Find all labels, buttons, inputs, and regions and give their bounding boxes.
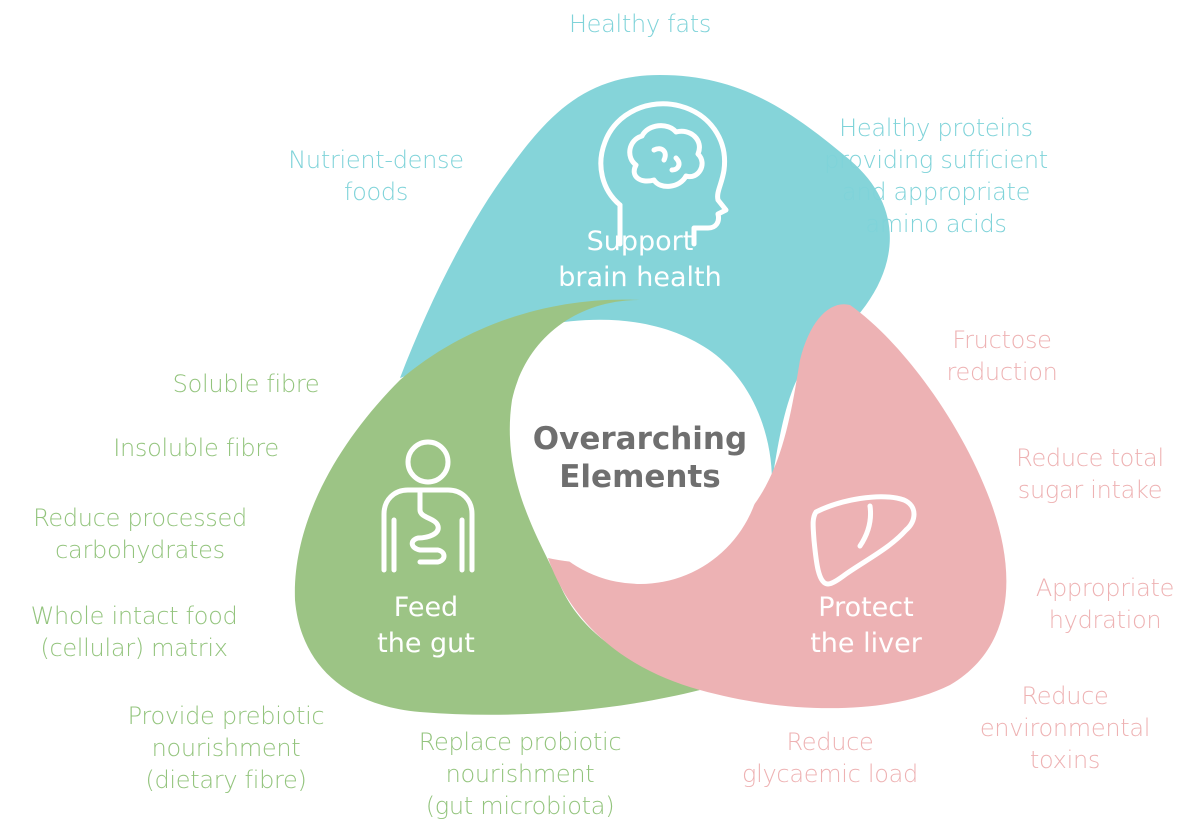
label-processed-carbs-line1: Reduce processed bbox=[33, 504, 247, 532]
label-probiotic-line3: (gut microbiota) bbox=[425, 792, 615, 820]
gut-petal bbox=[294, 299, 700, 715]
label-nutrient-dense-line2: foods bbox=[343, 178, 409, 206]
label-prebiotic: Provide prebiotic nourishment (dietary f… bbox=[96, 700, 356, 796]
label-soluble-fibre-text: Soluble fibre bbox=[172, 370, 320, 398]
brain-head-icon bbox=[598, 101, 729, 247]
label-probiotic-line2: nourishment bbox=[445, 760, 595, 788]
label-nutrient-dense: Nutrient-dense foods bbox=[266, 144, 486, 208]
label-toxins-line2: environmental bbox=[979, 714, 1151, 742]
label-glycaemic-line2: glycaemic load bbox=[742, 760, 918, 788]
label-insoluble-fibre: Insoluble fibre bbox=[86, 432, 306, 464]
label-whole-food: Whole intact food (cellular) matrix bbox=[4, 600, 264, 664]
label-soluble-fibre: Soluble fibre bbox=[136, 368, 356, 400]
label-glycaemic: Reduce glycaemic load bbox=[720, 726, 940, 790]
center-title-line1: Overarching bbox=[532, 421, 748, 457]
label-healthy-proteins-line4: amino acids bbox=[865, 210, 1007, 238]
label-healthy-proteins-line2: providing sufficient bbox=[824, 146, 1048, 174]
label-healthy-fats: Healthy fats bbox=[530, 8, 750, 40]
label-healthy-proteins-line3: and appropriate bbox=[841, 178, 1031, 206]
liver-title-line2: the liver bbox=[810, 628, 922, 659]
label-sugar: Reduce total sugar intake bbox=[990, 442, 1190, 506]
label-sugar-line2: sugar intake bbox=[1017, 476, 1163, 504]
label-hydration-line2: hydration bbox=[1048, 606, 1162, 634]
center-circle bbox=[518, 340, 762, 584]
brain-petal-title: Support brain health bbox=[540, 224, 740, 296]
liver-petal bbox=[548, 304, 1007, 709]
label-hydration-line1: Appropriate bbox=[1035, 574, 1175, 602]
liver-petal-title: Protect the liver bbox=[786, 590, 946, 662]
label-healthy-proteins: Healthy proteins providing sufficient an… bbox=[806, 112, 1066, 240]
label-toxins: Reduce environmental toxins bbox=[960, 680, 1170, 776]
label-probiotic-line1: Replace probiotic bbox=[418, 728, 622, 756]
label-whole-food-line2: (cellular) matrix bbox=[40, 634, 228, 662]
brain-title-line1: Support bbox=[586, 226, 694, 257]
gut-petal-title: Feed the gut bbox=[346, 590, 506, 662]
label-toxins-line3: toxins bbox=[1029, 746, 1101, 774]
center-title-line2: Elements bbox=[559, 459, 721, 495]
label-fructose-line1: Fructose bbox=[952, 326, 1052, 354]
label-glycaemic-line1: Reduce bbox=[786, 728, 874, 756]
label-sugar-line1: Reduce total bbox=[1016, 444, 1164, 472]
liver-title-line1: Protect bbox=[818, 592, 914, 623]
label-nutrient-dense-line1: Nutrient-dense bbox=[288, 146, 464, 174]
label-prebiotic-line2: nourishment bbox=[151, 734, 301, 762]
liver-icon bbox=[810, 494, 917, 587]
label-probiotic: Replace probiotic nourishment (gut micro… bbox=[390, 726, 650, 822]
gut-title-line1: Feed bbox=[393, 592, 459, 623]
center-title: Overarching Elements bbox=[510, 420, 770, 496]
label-fructose-line2: reduction bbox=[946, 358, 1058, 386]
label-healthy-fats-text: Healthy fats bbox=[568, 10, 712, 38]
gut-title-line2: the gut bbox=[377, 628, 475, 659]
label-healthy-proteins-line1: Healthy proteins bbox=[839, 114, 1033, 142]
label-prebiotic-line1: Provide prebiotic bbox=[127, 702, 325, 730]
label-fructose: Fructose reduction bbox=[902, 324, 1102, 388]
label-whole-food-line1: Whole intact food bbox=[30, 602, 238, 630]
label-processed-carbs-line2: carbohydrates bbox=[55, 536, 225, 564]
brain-petal bbox=[400, 75, 890, 482]
brain-title-line2: brain health bbox=[558, 262, 722, 293]
torso-digestive-icon bbox=[381, 439, 475, 573]
label-prebiotic-line3: (dietary fibre) bbox=[145, 766, 307, 794]
label-insoluble-fibre-text: Insoluble fibre bbox=[113, 434, 279, 462]
label-toxins-line1: Reduce bbox=[1021, 682, 1109, 710]
label-processed-carbs: Reduce processed carbohydrates bbox=[10, 502, 270, 566]
label-hydration: Appropriate hydration bbox=[1010, 572, 1200, 636]
